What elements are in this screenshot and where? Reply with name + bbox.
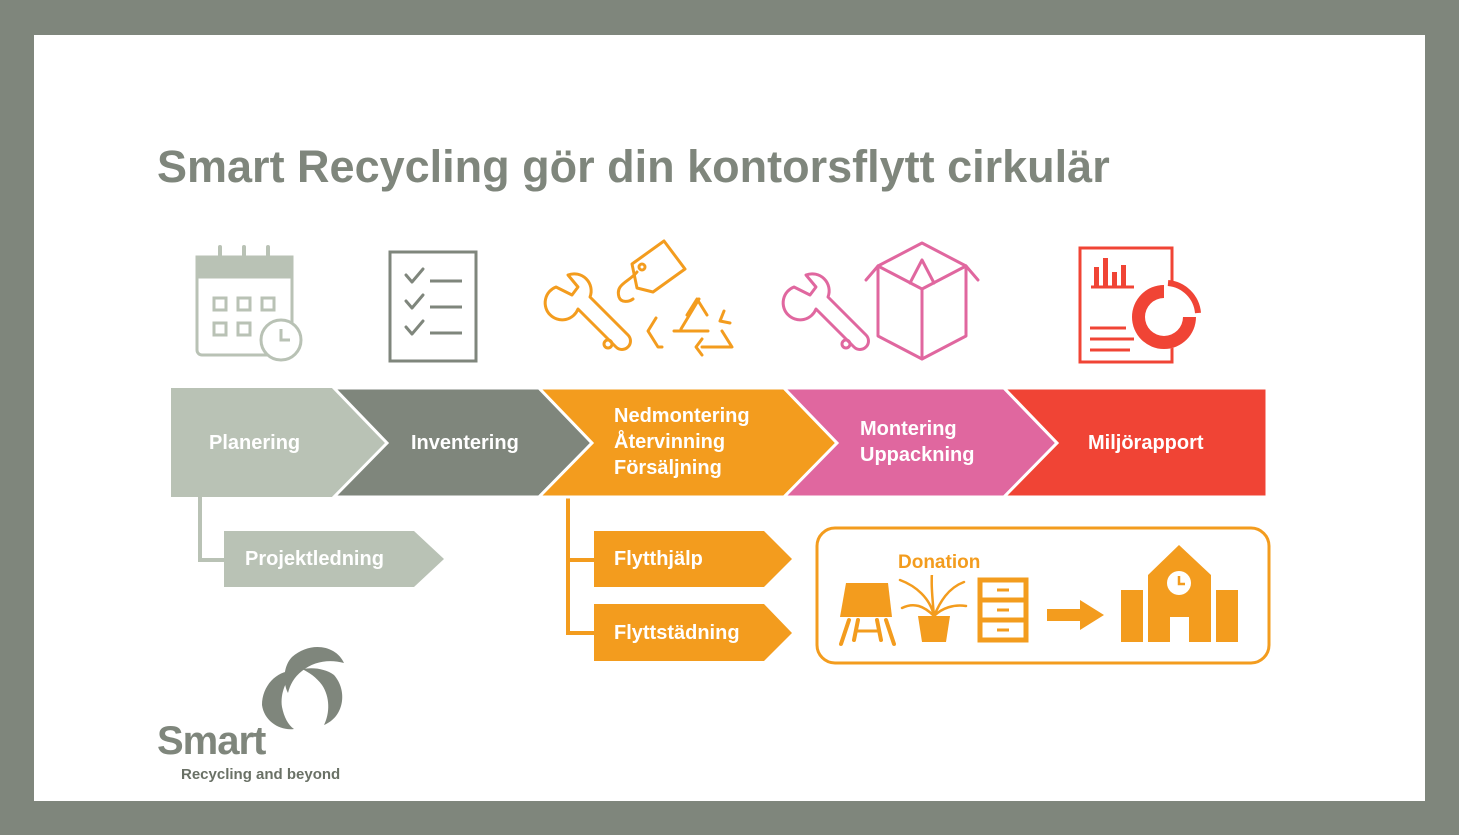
stage-label-miljorapport: Miljörapport [1088,430,1204,456]
connector-nedmontering-substeps [566,497,594,635]
stage-label-nedmontering: Nedmontering Återvinning Försäljning [614,403,750,481]
stage-label-montering: Montering Uppackning [860,416,974,468]
process-diagram [171,239,1271,730]
substep-flytthjalp: Flytthjälp [614,548,703,570]
drawer-cabinet-icon [977,577,1029,643]
stage-line: Miljörapport [1088,432,1204,454]
smart-logo-mark [262,646,344,730]
infographic-card: Smart Recycling gör din kontorsflytt cir… [34,35,1425,801]
checklist-icon [388,250,478,363]
substep-projektledning: Projektledning [245,548,384,570]
wrench-tag-recycle-icon [543,239,734,357]
logo-brand: Smart [157,719,266,763]
stage-line: Försäljning [614,457,722,479]
donation-label: Donation [894,551,985,575]
stage-line: Nedmontering [614,405,750,427]
substep-projektledning-shape [224,531,444,587]
report-chart-icon [1078,246,1201,364]
stage-line: Planering [209,432,301,454]
calendar-clock-icon [195,245,303,362]
substep-flyttstadning-shape [594,604,792,661]
stage-label-planering: Planering [209,430,300,456]
plant-icon [898,556,968,642]
page-title: Smart Recycling gör din kontorsflytt cir… [157,141,1110,192]
stage-line: Återvinning [614,431,726,453]
stage-label-inventering: Inventering [411,430,519,456]
school-icon [1121,545,1238,642]
logo-tagline: Recycling and beyond [181,766,341,783]
stage-line: Uppackning [860,444,975,466]
substep-flyttstadning: Flyttstädning [614,622,740,644]
connector-planering-projektledning [198,497,224,562]
chair-icon [839,583,896,646]
stage-line: Montering [860,418,957,440]
donation-frame [815,526,1271,665]
stage-line: Inventering [411,432,519,454]
chevron-miljorapport [1000,386,1269,499]
wrench-box-icon [781,241,980,361]
substep-flytthjalp-shape [594,531,792,587]
arrow-right-icon [1047,600,1104,630]
chevron-planering [171,388,387,497]
